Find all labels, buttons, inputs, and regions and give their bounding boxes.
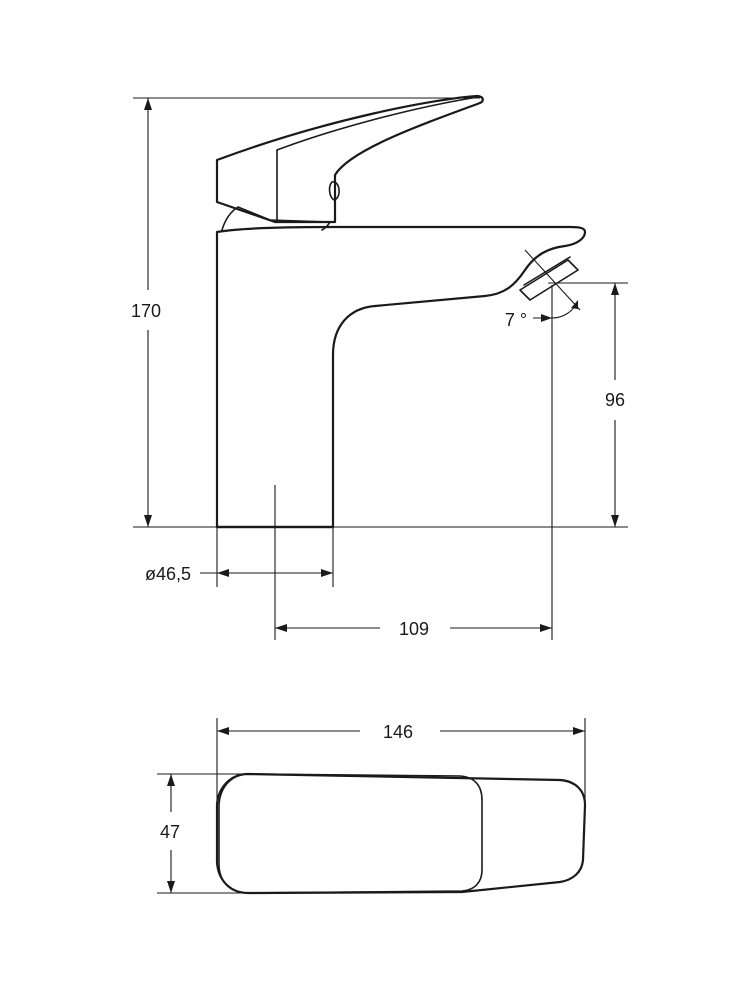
reach-arrow-left bbox=[275, 624, 287, 632]
angle-arc bbox=[551, 302, 578, 319]
reach-arrow-right bbox=[540, 624, 552, 632]
angle-arrow-right bbox=[571, 300, 578, 309]
lever-top-edge bbox=[276, 96, 479, 151]
length-arrow-right bbox=[573, 727, 585, 735]
spout-height-arrow-top bbox=[611, 283, 619, 295]
side-view: 170 96 7 ° ø46,5 109 bbox=[131, 94, 628, 640]
width-arrow-top bbox=[167, 774, 175, 786]
length-arrow-left bbox=[217, 727, 229, 735]
lever-plate-outline bbox=[218, 773, 483, 894]
aerator-inner-line bbox=[523, 256, 571, 286]
spout-axis-line bbox=[524, 249, 581, 311]
lever-screw bbox=[328, 181, 340, 201]
spout-height-arrow-bottom bbox=[611, 515, 619, 527]
top-view-outline bbox=[215, 772, 587, 895]
lever-handle bbox=[215, 94, 484, 224]
height-total-label: 170 bbox=[131, 301, 161, 321]
diameter-arrow-right bbox=[321, 569, 333, 577]
spout-angle-label: 7 ° bbox=[505, 310, 527, 330]
height-arrow-top bbox=[144, 98, 152, 110]
spout-height-label: 96 bbox=[605, 390, 625, 410]
height-arrow-bottom bbox=[144, 515, 152, 527]
top-length-label: 146 bbox=[383, 722, 413, 742]
spout-reach-label: 109 bbox=[399, 619, 429, 639]
aerator-outline bbox=[519, 259, 579, 301]
faucet-body-outline bbox=[215, 225, 587, 529]
width-arrow-bottom bbox=[167, 881, 175, 893]
top-width-label: 47 bbox=[160, 822, 180, 842]
top-view: 146 47 bbox=[157, 718, 587, 895]
base-diameter-label: ø46,5 bbox=[145, 564, 191, 584]
diameter-arrow-left bbox=[217, 569, 229, 577]
